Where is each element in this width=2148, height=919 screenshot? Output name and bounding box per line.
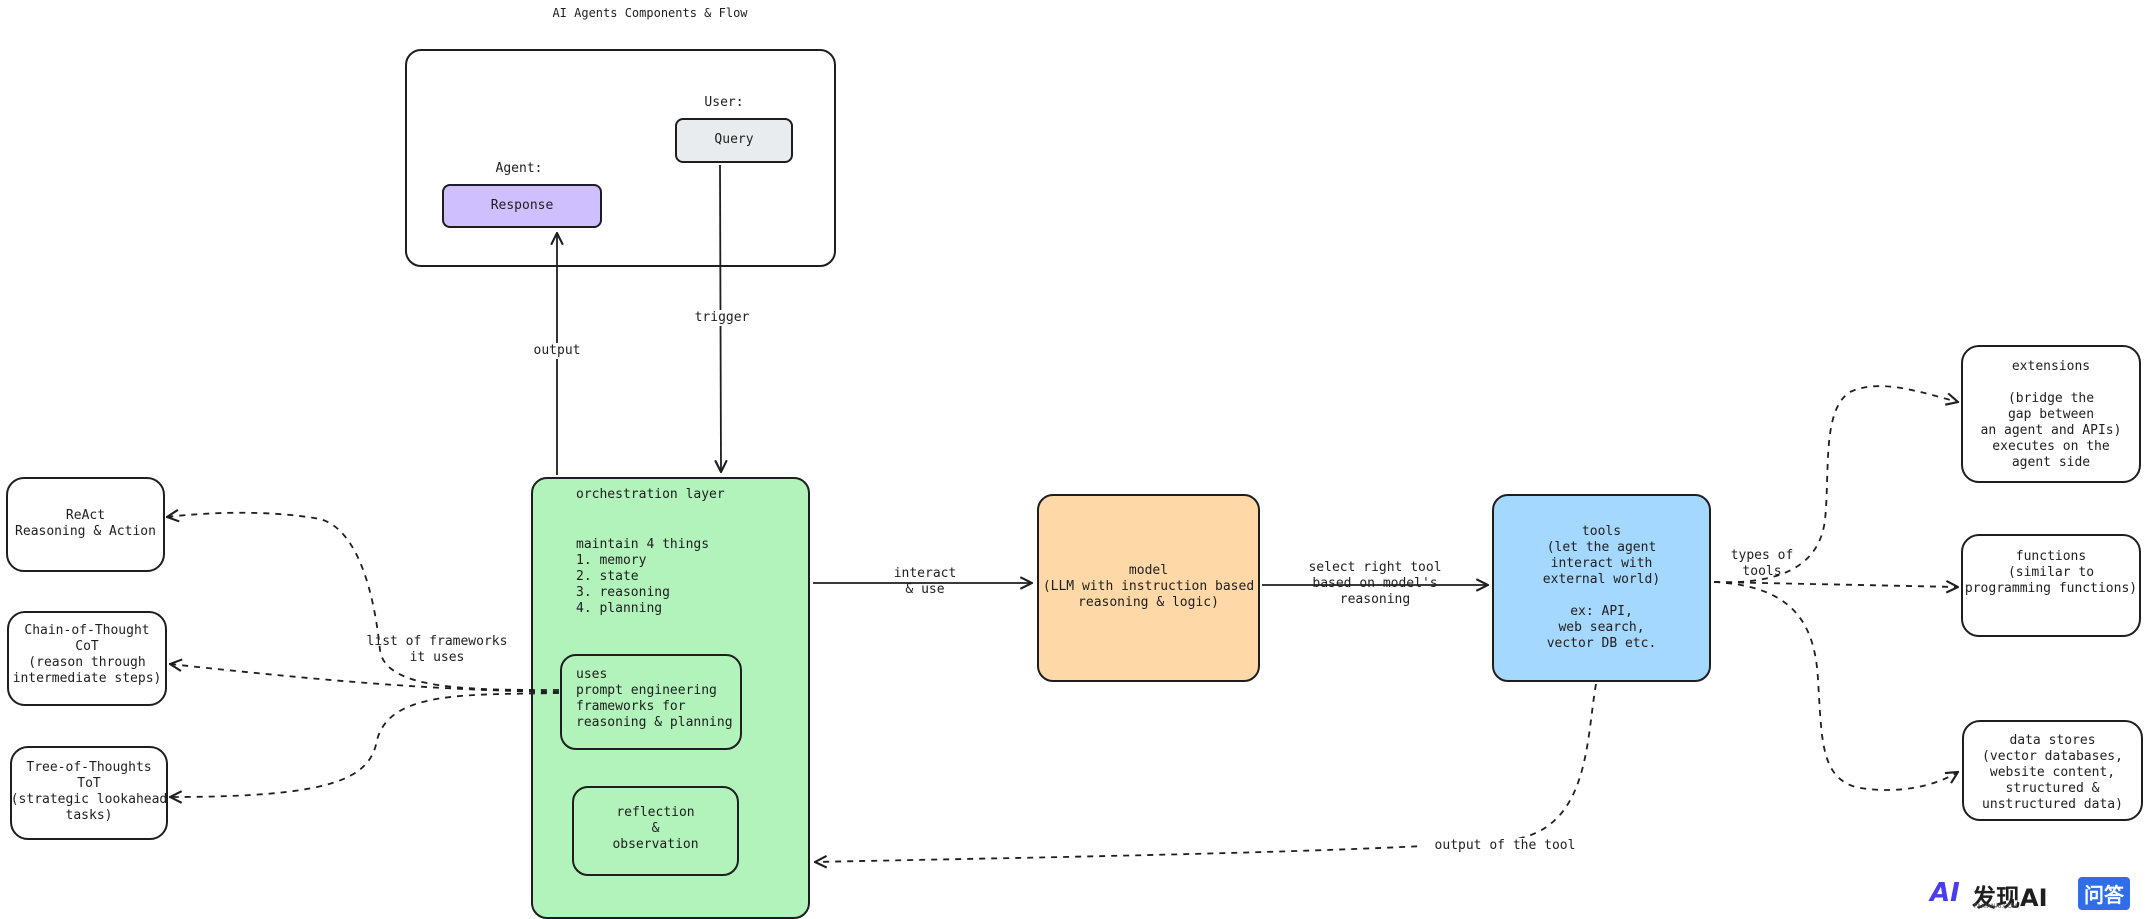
types-of-tools-label: types of tools [1730, 548, 1794, 579]
orchestration-layer[interactable] [531, 477, 810, 919]
diagram-title: AI Agents Components & Flow [552, 6, 748, 20]
tool-type-functions-text: functions (similar to programming functi… [1964, 549, 2138, 596]
cot-link [170, 664, 560, 693]
orchestration-title: orchestration layer [576, 487, 725, 502]
tools-text: tools (let the agent interact with exter… [1542, 524, 1661, 651]
model-text: model (LLM with instruction based reason… [1042, 563, 1255, 610]
query-node[interactable] [675, 118, 793, 163]
framework-react[interactable] [6, 477, 165, 572]
frameworks-label: list of frameworks it uses [366, 634, 508, 665]
response-label: Response [490, 198, 554, 213]
model-node[interactable] [1037, 494, 1260, 682]
framework-tot[interactable] [10, 746, 168, 840]
tool-type-data-stores[interactable] [1962, 720, 2143, 821]
extensions-link [1713, 385, 1958, 584]
prompt-frameworks-box[interactable] [560, 654, 742, 750]
reflection-box[interactable] [572, 786, 739, 876]
interact-label: interact & use [893, 566, 957, 597]
trigger-label: trigger [692, 310, 752, 326]
tool-type-data-stores-text: data stores (vector databases, website c… [1982, 733, 2123, 812]
framework-react-text: ReAct Reasoning & Action [15, 508, 156, 539]
select-tool-label: select right tool based on model's reaso… [1308, 560, 1442, 607]
output-label: output [529, 343, 585, 359]
reflection-text: reflection & observation [612, 805, 699, 852]
tot-link [170, 692, 560, 797]
tool-type-extensions-text: extensions (bridge the gap between an ag… [1980, 359, 2122, 470]
query-label: Query [714, 132, 754, 147]
react-link [167, 513, 560, 691]
tool-output-arrow [815, 683, 1597, 862]
framework-tot-text: Tree-of-Thoughts ToT (strategic lookahea… [10, 760, 168, 823]
tool-type-functions[interactable] [1961, 534, 2141, 637]
tools-node[interactable] [1492, 494, 1711, 682]
functions-link [1713, 582, 1958, 587]
response-node[interactable] [442, 184, 602, 228]
watermark-logo: AI 发现AI FAXIANAI.COM 问答 [1930, 876, 2140, 912]
orchestration-maintain-list: maintain 4 things 1. memory 2. state 3. … [576, 537, 710, 616]
user-label: User: [704, 95, 744, 110]
tool-type-extensions[interactable] [1961, 345, 2141, 483]
framework-cot-text: Chain-of-Thought CoT (reason through int… [12, 623, 162, 686]
logo-brand: 发现AI [1972, 884, 2048, 912]
io-panel [405, 49, 836, 267]
prompt-frameworks-text: uses prompt engineering frameworks for r… [576, 667, 733, 730]
logo-ai-mark: AI [1930, 878, 1960, 908]
data-stores-link [1713, 581, 1958, 791]
tool-output-label: output of the tool [1420, 838, 1590, 854]
logo-tag: 问答 [2078, 877, 2130, 910]
logo-sub: FAXIANAI.COM [1974, 903, 2018, 910]
framework-cot[interactable] [7, 611, 167, 706]
agent-label: Agent: [495, 161, 543, 176]
